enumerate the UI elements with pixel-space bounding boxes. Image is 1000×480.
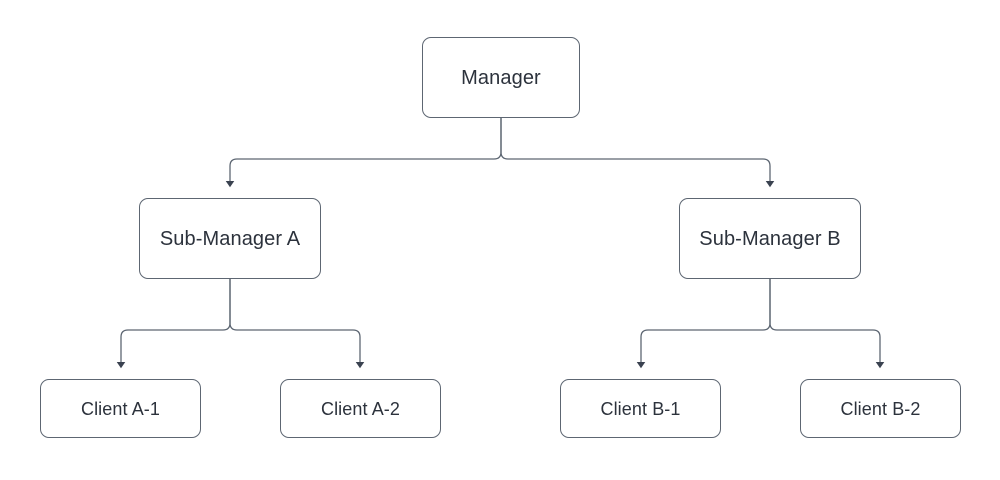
node-sub-manager-a[interactable]: Sub-Manager A <box>139 198 321 279</box>
edge-sub-manager-b-to-client-b-1 <box>636 279 771 369</box>
node-sub-manager-a-label: Sub-Manager A <box>159 227 301 250</box>
node-client-a-2-label: Client A-2 <box>320 398 401 419</box>
edge-sub-manager-a-to-client-a-1 <box>116 279 231 369</box>
node-manager-label: Manager <box>461 66 541 89</box>
node-sub-manager-b-label: Sub-Manager B <box>699 227 841 250</box>
edge-sub-manager-a-to-client-a-2 <box>229 279 365 369</box>
node-client-a-1[interactable]: Client A-1 <box>40 379 201 438</box>
edge-manager-to-sub-manager-a <box>225 118 502 188</box>
node-client-b-2[interactable]: Client B-2 <box>800 379 961 438</box>
node-client-b-1-label: Client B-1 <box>600 398 681 419</box>
node-manager[interactable]: Manager <box>422 37 580 118</box>
node-sub-manager-b[interactable]: Sub-Manager B <box>679 198 861 279</box>
node-client-b-2-label: Client B-2 <box>840 398 921 419</box>
node-client-b-1[interactable]: Client B-1 <box>560 379 721 438</box>
node-client-a-1-label: Client A-1 <box>80 398 161 419</box>
edge-sub-manager-b-to-client-b-2 <box>769 279 885 369</box>
edge-manager-to-sub-manager-b <box>500 118 775 188</box>
node-client-a-2[interactable]: Client A-2 <box>280 379 441 438</box>
